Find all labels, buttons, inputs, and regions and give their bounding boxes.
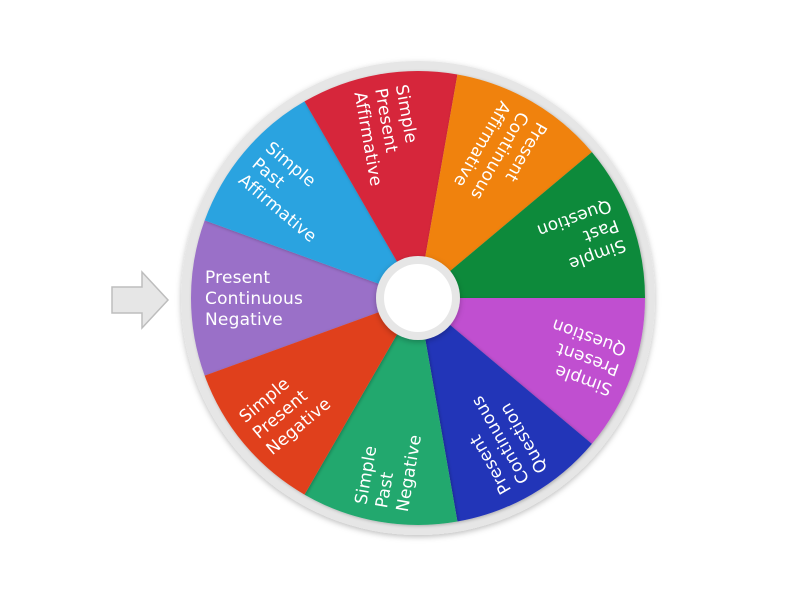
wheel-segment-simple-present-question[interactable]: [448, 298, 645, 444]
wheel-segment-present-continuous-negative[interactable]: [191, 220, 381, 376]
wheel-segment-label-line: Negative: [205, 310, 283, 330]
wheel-segment-present-continuous-question[interactable]: [424, 323, 592, 522]
wheel-segment-label-line: Continuous: [205, 289, 303, 309]
wheel-segment-present-continuous-affirmative[interactable]: [424, 74, 592, 273]
wheel-segments[interactable]: [191, 71, 645, 525]
wheel-segment-simple-past-question[interactable]: [448, 152, 645, 298]
wheel-segment-simple-present-affirmative[interactable]: [304, 71, 458, 264]
arrow-right-icon: [111, 270, 170, 330]
wheel-segment-simple-past-negative[interactable]: [304, 332, 458, 525]
wheel-segment-simple-present-negative[interactable]: [204, 311, 398, 495]
wheel-hub[interactable]: [384, 264, 452, 332]
wheel-segment-simple-past-affirmative[interactable]: [204, 101, 398, 285]
wheel-segment-label-line: Present: [205, 268, 270, 288]
